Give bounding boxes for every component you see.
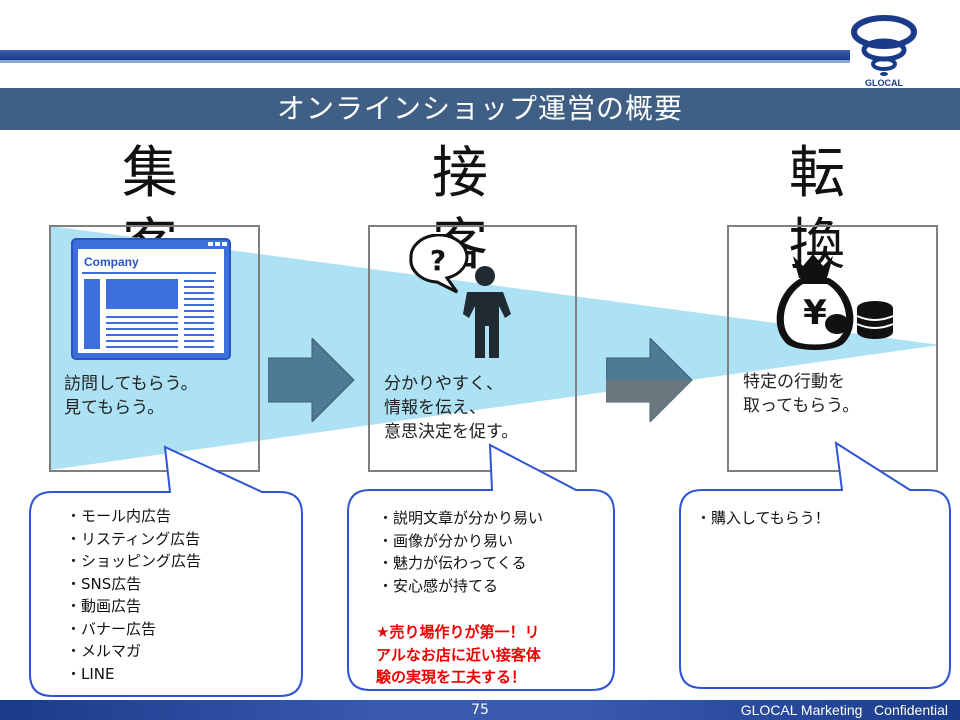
highlight-line: 験の実現を工夫する！ <box>376 668 527 686</box>
list-item: ・画像が分かり易い <box>378 531 514 550</box>
svg-text:¥: ¥ <box>803 293 827 333</box>
bubble-list-convert: ・購入してもらう！ <box>696 507 830 530</box>
bubble-list-attract: ・モール内広告 ・リスティング広告 ・ショッピング広告 ・SNS広告 ・動画広告… <box>66 505 201 685</box>
stage-box-serve <box>368 225 577 472</box>
page-number: 75 <box>471 702 489 718</box>
footer-bar <box>0 700 960 720</box>
list-item: ・ショッピング広告 <box>66 552 202 570</box>
title-bar <box>0 88 960 130</box>
list-item: ・説明文章が分かり易い <box>378 509 544 527</box>
right-arrow-icon <box>606 338 693 422</box>
stage-heading-convert: 転 換 <box>789 141 941 278</box>
footer-text: GLOCAL Marketing Confidential <box>740 702 948 718</box>
list-item: ・購入してもらう！ <box>696 509 830 527</box>
company-webpage-icon <box>71 238 231 360</box>
list-item: ・バナー広告 <box>66 619 157 638</box>
list-item: ・SNS広告 <box>66 574 142 593</box>
question-person-icon: ? <box>409 234 511 358</box>
bubble-list-serve: ・説明文章が分かり易い ・画像が分かり易い ・魅力が伝わってくる ・安心感が持て… <box>378 507 543 597</box>
box-text-line: 意思決定を促す。 <box>384 422 519 442</box>
highlight-note: ★売り場作りが第一！リ アルなお店に近い接客体 験の実現を工夫する！ <box>376 621 541 689</box>
stage-box-attract <box>49 225 260 472</box>
list-item: ・モール内広告 <box>66 507 172 525</box>
company-icon-label: Company <box>84 255 139 269</box>
box-text-line: 見てもらう。 <box>64 398 165 418</box>
svg-text:?: ? <box>430 244 446 277</box>
box-text-line: 分かりやすく、 <box>384 374 503 394</box>
box-text-line: 特定の行動を <box>743 372 845 392</box>
highlight-line: ★売り場作りが第一！リ <box>376 623 540 641</box>
highlight-line: アルなお店に近い接客体 <box>376 645 541 664</box>
box-text-line: 取ってもらう。 <box>743 396 860 416</box>
list-item: ・安心感が持てる <box>378 576 499 595</box>
header-stripe <box>0 50 850 60</box>
glocal-logo-icon <box>851 15 917 76</box>
list-item: ・魅力が伝わってくる <box>378 554 527 572</box>
list-item: ・リスティング広告 <box>66 529 201 548</box>
list-item: ・動画広告 <box>66 597 142 615</box>
box-text-convert: 特定の行動を 取ってもらう。 <box>743 370 859 418</box>
list-item: ・メルマガ <box>66 642 142 660</box>
box-text-line: 情報を伝え、 <box>384 398 486 418</box>
header-stripe-light <box>0 60 850 63</box>
box-text-serve: 分かりやすく、 情報を伝え、 意思決定を促す。 <box>384 372 518 444</box>
money-bag-coins-icon: ¥ <box>776 254 894 350</box>
stage-box-convert <box>727 225 938 472</box>
list-item: ・LINE <box>66 664 115 683</box>
page-title: オンラインショップ運営の概要 <box>276 92 683 125</box>
box-text-attract: 訪問してもらう。 見てもらう。 <box>64 372 198 420</box>
logo-text: GLOCAL <box>865 78 903 88</box>
right-arrow-icon <box>268 338 355 422</box>
box-text-line: 訪問してもらう。 <box>64 374 198 394</box>
